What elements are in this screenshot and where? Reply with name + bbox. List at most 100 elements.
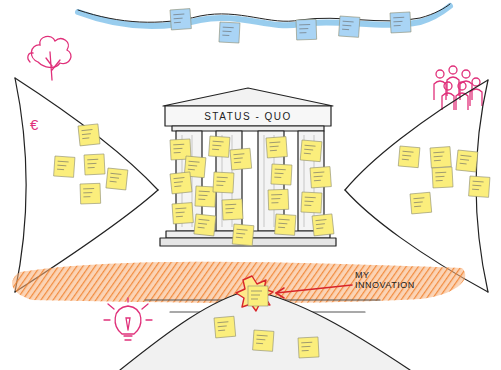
sticky-scribble [301,346,310,347]
sticky-scribble [58,161,69,163]
sticky-scribble [278,227,285,228]
sticky-scribble [402,159,409,161]
sticky-note [298,337,319,358]
sticky-note [106,168,128,190]
tree-icon-part [28,53,33,62]
sticky-scribble [233,153,244,155]
right-force-arrow [345,80,488,292]
sticky-scribble [217,321,228,323]
sticky-scribble [213,141,224,143]
sticky-paper [172,203,193,224]
sticky-note [253,330,274,351]
sticky-scribble [57,169,64,170]
sticky-scribble [173,144,184,146]
sticky-scribble [222,35,229,36]
sticky-note [390,12,411,33]
temple-roof-band: STATUS - QUO [165,106,331,126]
sticky-scribble [435,172,446,174]
sticky-paper [54,156,75,177]
sticky-paper [170,172,192,194]
status-quo-temple-part [182,135,314,227]
sticky-scribble [226,212,233,213]
sticky-scribble [188,165,197,167]
sticky-scribble [236,233,245,235]
sticky-scribble [403,151,414,153]
sticky-paper [84,154,105,175]
sticky-paper [469,176,490,197]
sticky-paper [230,148,252,170]
sticky-scribble [393,17,404,19]
sticky-scribble [82,133,91,135]
sticky-scribble [275,169,286,171]
sticky-scribble [83,188,94,189]
sticky-paper [430,147,451,168]
sticky-scribble [57,165,66,167]
sticky-note [271,164,292,185]
sticky-paper [268,189,289,210]
people-icon-part [449,66,457,74]
people-icon-part [444,82,452,90]
left-force-arrow-part [15,78,158,190]
sticky-scribble [304,149,313,151]
sticky-scribble [223,31,232,32]
sticky-scribble [225,208,234,209]
sticky-scribble [342,29,349,30]
people-icon-part [470,89,482,106]
sticky-scribble [237,229,248,231]
sticky-note [170,9,191,30]
sticky-note [456,150,478,172]
sticky-note [248,286,268,306]
sticky-scribble [304,205,311,206]
sticky-scribble [433,152,444,154]
sticky-note [301,192,322,213]
sticky-paper [312,214,334,236]
sticky-note [84,154,105,175]
status-quo-temple-part [165,106,331,126]
sticky-scribble [188,169,195,171]
sticky-scribble [256,339,265,341]
temple-title: STATUS - QUO [204,111,292,122]
sticky-scribble [271,198,280,199]
sticky-scribble [223,27,234,29]
sticky-scribble [314,180,321,181]
sticky-paper [194,214,216,236]
sticky-note [213,172,234,193]
sticky-scribble [212,149,219,150]
sticky-scribble [174,22,181,23]
sticky-note [432,167,453,188]
sticky-scribble [305,197,316,199]
sticky-paper [266,137,287,158]
sticky-scribble [216,185,223,186]
sticky-paper [300,140,322,162]
sticky-note [275,214,296,235]
sticky-paper [248,286,268,306]
lightbulb-icon-part [126,318,130,330]
left-force-arrow-part [15,78,26,292]
sticky-scribble [343,21,354,23]
sticky-paper [275,214,296,235]
sticky-paper [456,150,478,172]
tree-icon [28,36,71,80]
sticky-scribble [83,196,90,197]
currency-symbol: € [30,116,50,133]
people-icon-part [458,82,466,90]
sticky-scribble [278,223,287,225]
sticky-scribble [279,219,290,221]
sticky-note [219,22,240,43]
sticky-scribble [256,343,263,344]
sticky-scribble [82,130,93,131]
sticky-paper [390,12,411,33]
sticky-scribble [472,185,481,187]
sticky-scribble [110,181,117,183]
sticky-note [80,183,101,204]
sticky-scribble [434,156,443,158]
sticky-scribble [299,32,306,33]
sticky-scribble [199,191,210,193]
sticky-scribble [394,25,401,26]
sticky-paper [296,19,317,40]
sticky-scribble [414,201,423,203]
sticky-scribble [176,216,183,217]
sticky-scribble [305,201,314,202]
sticky-scribble [175,208,186,210]
sticky-note [266,137,287,158]
